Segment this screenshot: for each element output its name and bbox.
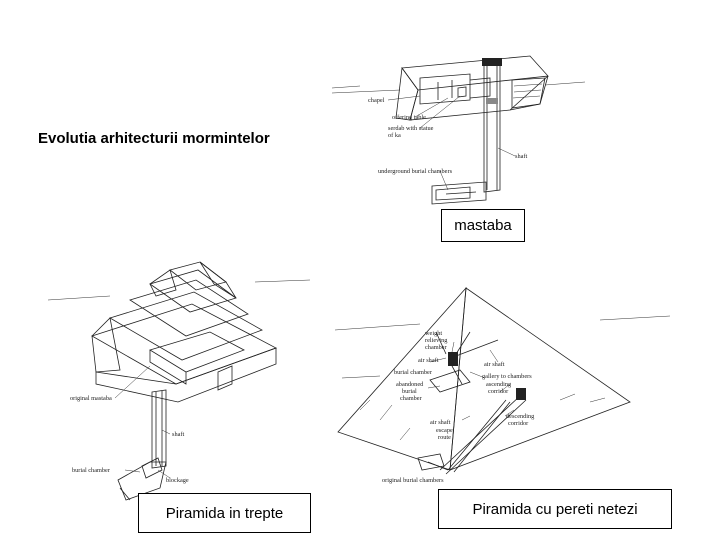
label-gallery: gallery to chambers <box>482 373 532 380</box>
label-escape-line-1: escape <box>436 427 453 434</box>
label-weight-line-3: chamber <box>425 344 448 351</box>
step-pyramid-drawing: original mastaba shaft burial chamber bl… <box>48 262 310 500</box>
label-abandoned-line-3: chamber <box>400 395 423 402</box>
label-step-shaft: shaft <box>172 431 184 438</box>
label-burial-chamber: burial chamber <box>394 369 433 376</box>
label-abandoned-line-1: abandoned <box>396 381 424 388</box>
label-air-shaft-low: air shaft <box>430 419 451 426</box>
label-ascending-line-2: corridor <box>488 388 509 395</box>
caption-smooth-pyramid: Piramida cu pereti netezi <box>438 489 672 529</box>
label-blockage: blockage <box>166 477 189 484</box>
smooth-pyramid-drawing: weight relieving chamber air shaft air s… <box>335 288 670 484</box>
caption-step-pyramid: Piramida in trepte <box>138 493 311 533</box>
label-ascending-line-1: ascending <box>486 381 512 388</box>
label-weight-line-1: weight <box>425 330 442 337</box>
label-serdab-line-2: of ka <box>388 132 401 139</box>
label-original-mastaba: original mastaba <box>70 395 112 402</box>
label-mastaba-shaft: shaft <box>515 153 527 160</box>
label-air-shaft-right: air shaft <box>484 361 505 368</box>
label-air-shaft-top: air shaft <box>418 357 439 364</box>
label-chapel: chapel <box>368 97 385 104</box>
label-weight-line-2: relieving <box>425 337 448 344</box>
mastaba-drawing: chapel offering table serdab with statue… <box>332 56 585 204</box>
label-step-burial-chamber: burial chamber <box>72 467 111 474</box>
caption-mastaba: mastaba <box>441 209 525 242</box>
label-descending-line-1: descending <box>506 413 535 420</box>
label-serdab-line-1: serdab with statue <box>388 125 434 132</box>
label-offering-table: offering table <box>392 114 426 121</box>
label-original-burial-chambers: original burial chambers <box>382 477 444 484</box>
label-abandoned-line-2: burial <box>402 388 417 395</box>
label-descending-line-2: corridor <box>508 420 529 427</box>
label-underground-chambers: underground burial chambers <box>378 168 453 175</box>
label-escape-line-2: route <box>438 434 451 441</box>
